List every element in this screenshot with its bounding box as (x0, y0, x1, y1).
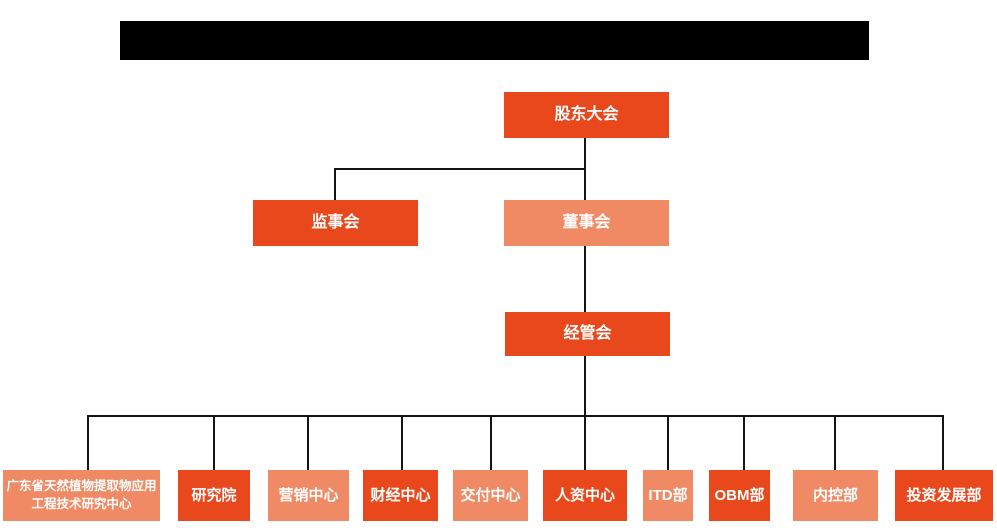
connector-board-to-management (584, 246, 586, 312)
connector-drop-7 (667, 416, 669, 470)
node-dept-marketing-center: 营销中心 (268, 470, 349, 521)
connector-drop-2 (213, 416, 215, 470)
node-dept-delivery-center: 交付中心 (453, 470, 528, 521)
node-dept-research-institute: 研究院 (178, 470, 250, 521)
node-dept-internal-control: 内控部 (793, 470, 878, 521)
node-board-of-directors: 董事会 (504, 200, 669, 246)
node-management-committee: 经管会 (505, 312, 670, 356)
connector-drop-1 (87, 415, 89, 470)
connector-drop-3 (307, 416, 309, 470)
node-dept-finance-center: 财经中心 (363, 470, 438, 521)
connector-management-trunk (584, 356, 586, 470)
connector-departments-branch (87, 415, 944, 417)
node-shareholders-meeting: 股东大会 (504, 92, 669, 138)
node-supervisory-board: 监事会 (253, 200, 418, 246)
node-dept-research-center: 广东省天然植物提取物应用工程技术研究中心 (3, 470, 160, 521)
node-dept-obm: OBM部 (709, 470, 770, 521)
node-dept-hr-center: 人资中心 (543, 470, 627, 521)
node-dept-investment-development: 投资发展部 (895, 470, 993, 521)
connector-supervisory-drop (334, 168, 336, 200)
connector-drop-9 (834, 416, 836, 470)
node-dept-itd: ITD部 (643, 470, 693, 521)
connector-drop-10 (942, 416, 944, 470)
connector-level2-branch (334, 168, 586, 170)
connector-drop-8 (743, 416, 745, 470)
connector-drop-4 (401, 416, 403, 470)
connector-drop-5 (490, 416, 492, 470)
redacted-title-bar (120, 21, 869, 60)
